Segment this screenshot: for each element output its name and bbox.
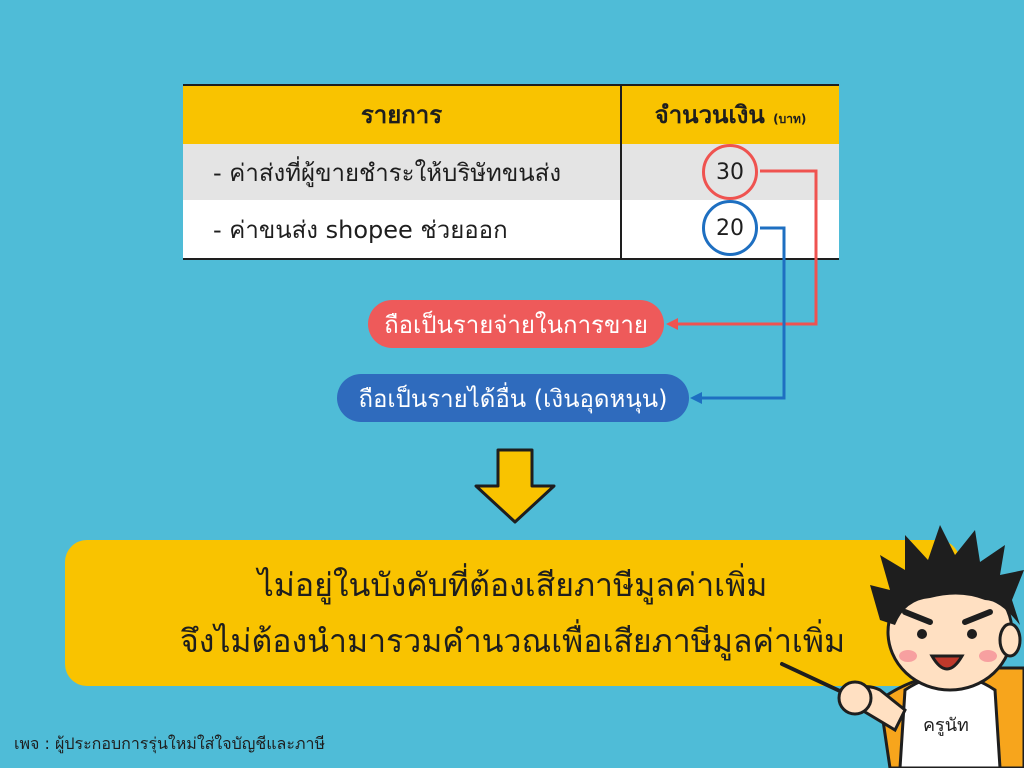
conclusion-banner: ไม่อยู่ในบังคับที่ต้องเสียภาษีมูลค่าเพิ่… bbox=[65, 540, 960, 686]
amount-circle-red: 30 bbox=[702, 144, 758, 200]
expense-note-pill: ถือเป็นรายจ่ายในการขาย bbox=[368, 300, 664, 348]
table-header-row: รายการ จำนวนเงิน (บาท) bbox=[183, 84, 839, 146]
items-table: รายการ จำนวนเงิน (บาท) - ค่าส่งที่ผู้ขาย… bbox=[183, 84, 839, 260]
page-source-footer: เพจ : ผู้ประกอบการรุ่นใหม่ใส่ใจบัญชีและภ… bbox=[14, 734, 326, 753]
column-divider bbox=[620, 84, 622, 260]
shirt-label: ครูนัท bbox=[923, 715, 969, 736]
header-amount-label: จำนวนเงิน (บาท) bbox=[622, 86, 839, 144]
table-row: - ค่าส่งที่ผู้ขายชำระให้บริษัทขนส่ง 30 bbox=[183, 144, 839, 200]
blue-arrowhead-icon bbox=[690, 392, 702, 404]
header-amount-unit: (บาท) bbox=[773, 112, 807, 126]
header-amount-text: จำนวนเงิน bbox=[654, 101, 765, 129]
red-connector-line bbox=[676, 169, 818, 326]
row-amount: 20 bbox=[716, 215, 744, 241]
row-amount: 30 bbox=[716, 159, 744, 185]
table-row: - ค่าขนส่ง shopee ช่วยออก 20 bbox=[183, 200, 839, 260]
row-label: - ค่าขนส่ง shopee ช่วยออก bbox=[213, 215, 508, 244]
down-arrow-icon bbox=[474, 448, 556, 524]
red-arrowhead-icon bbox=[666, 318, 678, 330]
blue-connector-line bbox=[700, 226, 786, 400]
amount-circle-blue: 20 bbox=[702, 200, 758, 256]
row-label: - ค่าส่งที่ผู้ขายชำระให้บริษัทขนส่ง bbox=[213, 158, 562, 187]
conclusion-line-2: จึงไม่ต้องนำมารวมคำนวณเพื่อเสียภาษีมูลค่… bbox=[179, 622, 846, 660]
conclusion-line-1: ไม่อยู่ในบังคับที่ต้องเสียภาษีมูลค่าเพิ่… bbox=[257, 566, 768, 604]
income-note-pill: ถือเป็นรายได้อื่น (เงินอุดหนุน) bbox=[337, 374, 689, 422]
header-item-label: รายการ bbox=[360, 101, 443, 129]
